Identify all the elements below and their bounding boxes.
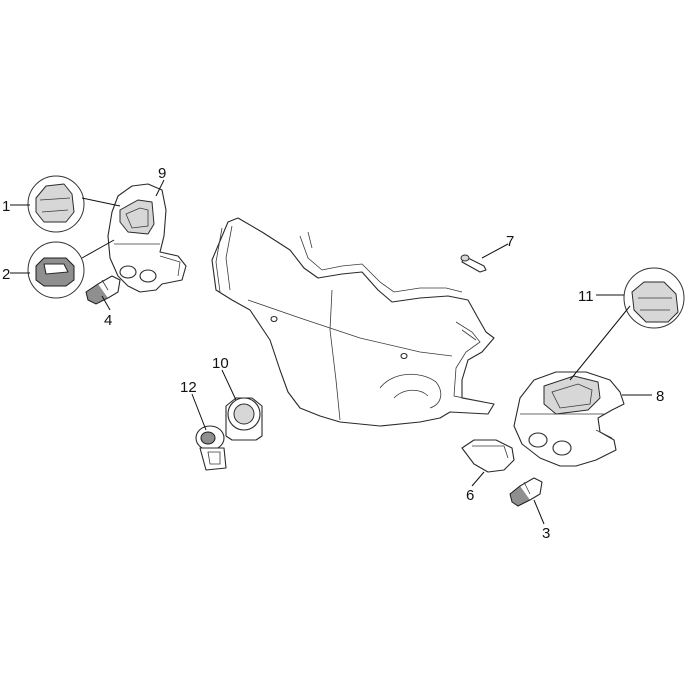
callout-label-8: 8 [656,388,664,405]
lens-cover [461,439,515,473]
part-1-button-callout [27,175,85,233]
callout-label-9: 9 [158,165,166,182]
callout-labels: 1 2 3 4 6 7 8 9 10 11 12 [2,165,664,542]
small-bulb [460,254,487,273]
callout-label-2: 2 [2,266,10,283]
leader-lines [10,179,652,525]
part-2-switch-callout [27,241,85,299]
callout-label-6: 6 [466,487,474,504]
callout-label-4: 4 [104,312,112,329]
right-bulb-socket [509,477,543,507]
callout-label-1: 1 [2,198,10,215]
callout-label-10: 10 [212,355,229,372]
callout-label-3: 3 [542,525,550,542]
right-switch-housing [513,371,625,467]
ignition-switch [195,425,227,471]
callout-label-11: 11 [578,288,594,305]
left-switch-housing [107,183,187,293]
part-11-button-callout [623,267,685,329]
ring-bezel [225,397,263,441]
callout-label-7: 7 [506,233,514,250]
callout-label-12: 12 [180,379,197,396]
handlebar-cover [211,217,495,427]
left-bulb-socket [85,275,121,305]
